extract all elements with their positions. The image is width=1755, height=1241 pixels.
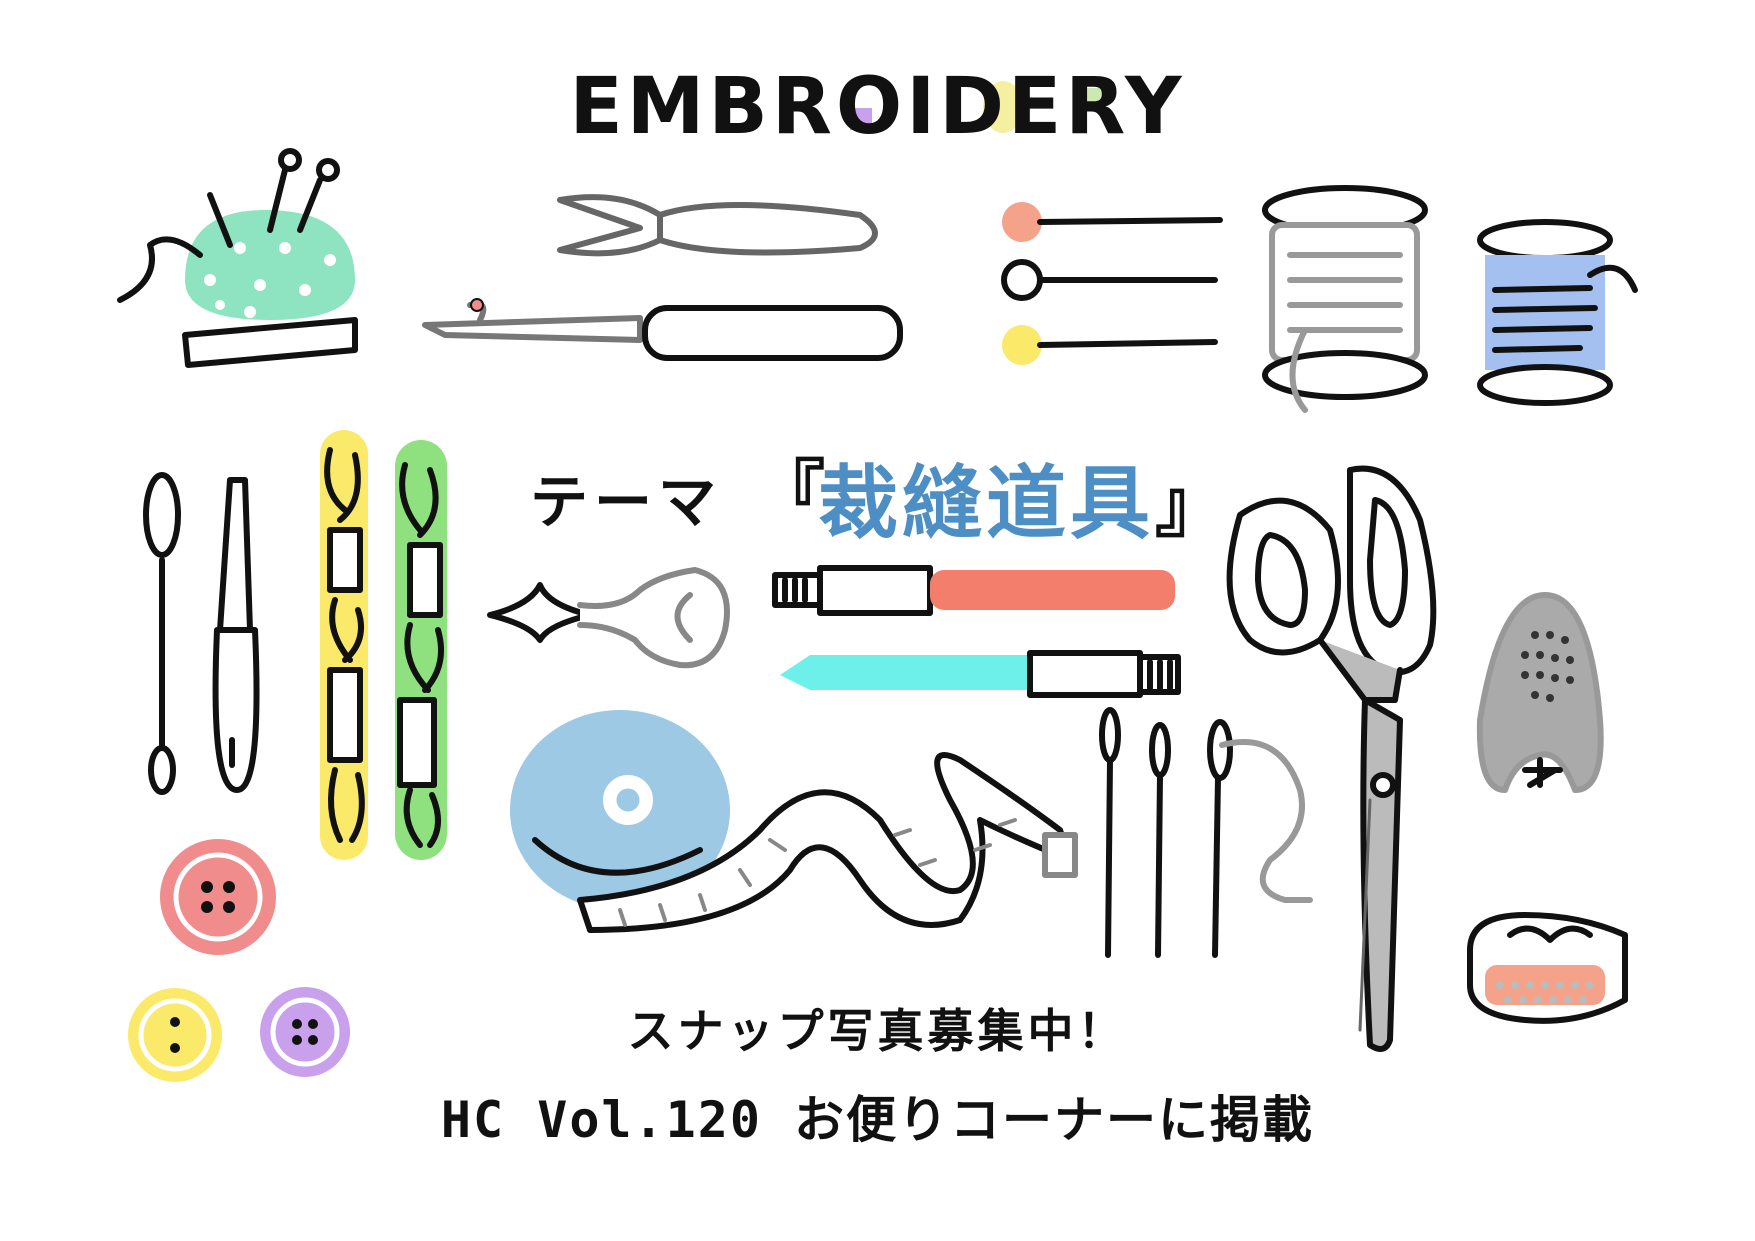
theme-open-bracket: 『 — [755, 452, 825, 534]
theme-close-bracket: 』 — [1155, 465, 1225, 547]
purple-button-icon — [260, 987, 350, 1077]
call-line-2: HC Vol.120 お便りコーナーに掲載 — [440, 1091, 1315, 1149]
call-line-1: スナップ写真募集中！ — [627, 1004, 1128, 1058]
red-chalk-pen-icon — [772, 565, 1175, 616]
needles-icon — [1099, 707, 1313, 958]
yellow-button-icon — [128, 988, 222, 1082]
pink-button-icon — [160, 839, 276, 955]
thimble-icon — [1476, 592, 1604, 793]
bodkin-icon — [143, 472, 181, 795]
title: EMBROIDERY — [569, 62, 1186, 152]
tape-measure-icon — [510, 710, 1078, 933]
shears-icon — [1226, 465, 1437, 1052]
pins-icon — [1001, 202, 1223, 365]
awl-icon — [212, 477, 260, 793]
cyan-chalk-pen-icon — [780, 650, 1181, 698]
thread-snips-icon — [557, 194, 878, 257]
title-letter-fills — [850, 81, 1104, 133]
theme-word: 裁縫道具 — [818, 457, 1154, 550]
thread-spool-icon — [1262, 185, 1428, 413]
seam-ripper-icon — [422, 298, 903, 361]
theme-prefix: テーマ — [530, 468, 723, 536]
green-floss-icon — [395, 440, 447, 860]
tracing-wheel-icon — [487, 567, 730, 669]
pin-cushion-icon — [117, 148, 358, 368]
theme-heading: テーマ 『 裁縫道具 』 — [500, 425, 1240, 550]
ring-thimble-icon — [1467, 912, 1628, 1024]
yellow-floss-icon — [320, 430, 368, 860]
blue-spool-icon — [1477, 219, 1638, 406]
